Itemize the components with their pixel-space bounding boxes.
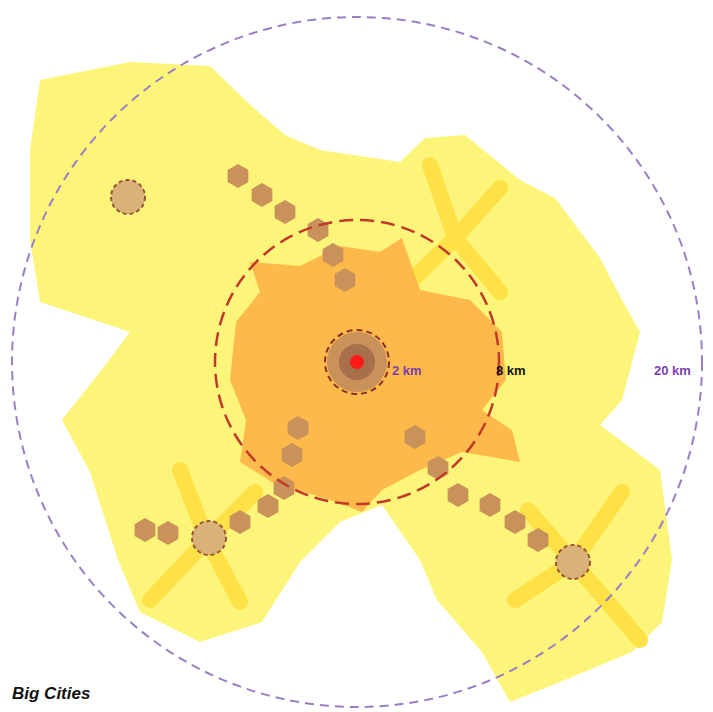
transit-hub	[405, 425, 426, 449]
transit-hub	[505, 510, 526, 534]
transit-hub	[288, 416, 309, 440]
city-centre-dot	[350, 355, 364, 369]
caption: Big Cities	[12, 684, 90, 704]
ring-20km	[12, 17, 702, 707]
transit-hub	[158, 521, 179, 545]
transit-hub	[275, 200, 296, 224]
transit-corridors	[135, 164, 549, 552]
transit-hub	[228, 164, 249, 188]
transit-hub	[448, 483, 469, 507]
cbd-inner	[339, 344, 375, 380]
transit-hub	[323, 243, 344, 267]
transit-hub	[308, 218, 329, 242]
cbd-area	[327, 332, 387, 392]
core-city	[230, 238, 520, 512]
satellite-centres	[111, 180, 590, 579]
metropolitan-area	[30, 62, 672, 702]
transit-hub	[428, 456, 449, 480]
transit-hub	[335, 268, 356, 292]
satellite-growth	[150, 165, 640, 640]
distance-label: 2 km	[392, 363, 422, 378]
distance-label: 8 km	[496, 363, 526, 378]
ring-2km	[325, 330, 389, 394]
transit-hub	[480, 493, 501, 517]
transit-hub	[135, 518, 156, 542]
transit-hub	[258, 494, 279, 518]
transit-hub	[282, 443, 303, 467]
transit-hub	[230, 510, 251, 534]
transit-hub	[252, 183, 273, 207]
transit-hub	[528, 528, 549, 552]
distance-label: 20 km	[654, 363, 691, 378]
ring-8km	[215, 220, 499, 504]
